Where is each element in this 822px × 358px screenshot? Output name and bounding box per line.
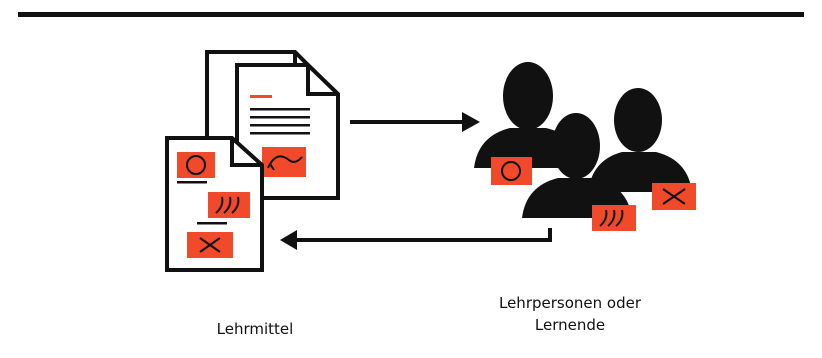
label-people: Lehrpersonen oder Lernende <box>470 292 670 336</box>
people-text-line2: Lernende <box>534 316 606 334</box>
document-text-line <box>250 116 310 119</box>
label-materials: Lehrmittel <box>170 318 340 340</box>
people-icon <box>474 62 696 231</box>
document-text-line <box>250 108 310 111</box>
arrow-right <box>350 112 480 132</box>
arrow-left <box>280 228 552 250</box>
top-rule <box>18 12 804 17</box>
person-silhouette <box>588 88 692 192</box>
wave-symbol <box>262 147 306 177</box>
document-text-line <box>250 124 310 127</box>
people-text-line1: Lehrpersonen oder <box>498 294 641 312</box>
document-heading-mark <box>250 95 272 98</box>
document-underline <box>177 181 207 184</box>
document-annotated-icon <box>165 136 264 272</box>
document-text-line <box>250 132 310 135</box>
document-underline <box>197 222 227 225</box>
materials-text: Lehrmittel <box>216 320 294 338</box>
